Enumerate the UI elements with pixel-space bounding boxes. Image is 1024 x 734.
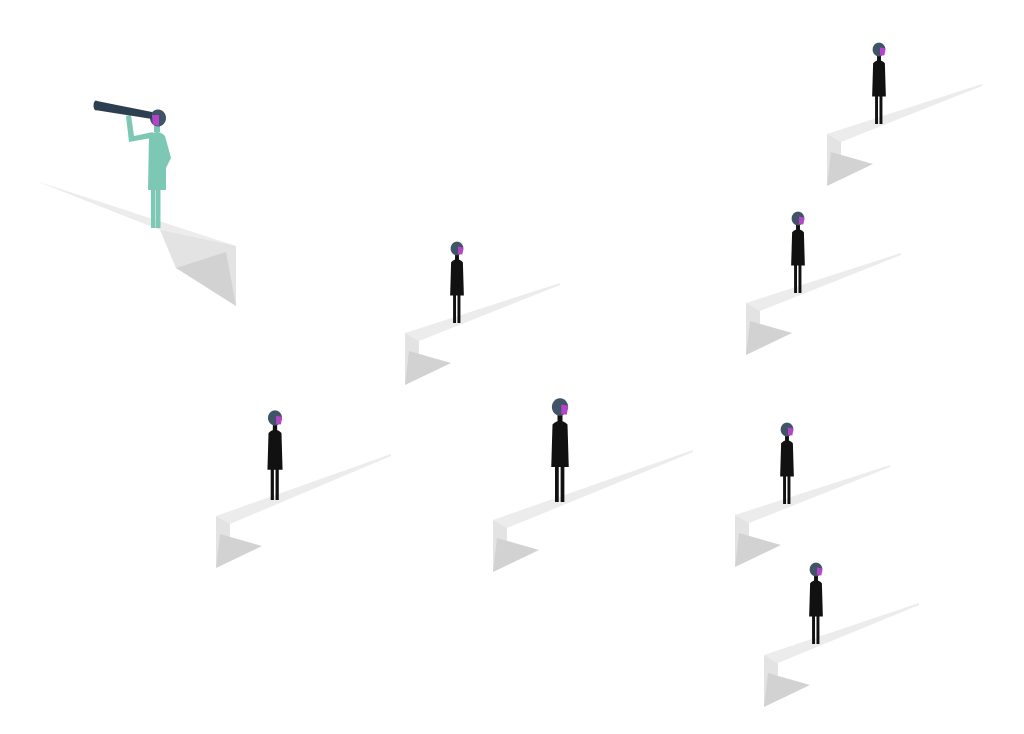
- leader-leg: [156, 186, 161, 228]
- platform-top: [405, 283, 560, 341]
- platform-shadow: [827, 152, 873, 186]
- follower-group-7: [764, 562, 919, 707]
- figures-layer: [36, 42, 982, 707]
- person-face: [879, 47, 886, 56]
- person-neck: [796, 224, 800, 231]
- platform-top: [493, 450, 693, 528]
- person-leg: [812, 614, 816, 644]
- person: [780, 422, 794, 504]
- person-leg: [275, 467, 279, 500]
- person-face: [276, 415, 283, 425]
- platform-shadow: [735, 533, 781, 567]
- person-face: [457, 246, 464, 255]
- platform-top: [216, 454, 391, 524]
- platform-shadow: [764, 673, 810, 707]
- follower-group-4: [216, 410, 391, 568]
- person-body: [551, 420, 569, 467]
- person-face: [816, 567, 823, 576]
- person: [791, 211, 805, 293]
- person-leg: [816, 614, 820, 644]
- person: [267, 410, 283, 500]
- leader-arm: [126, 115, 153, 142]
- person-neck: [557, 414, 563, 422]
- person-face: [561, 404, 569, 415]
- person-leg: [875, 94, 879, 124]
- leader-leg: [151, 186, 156, 228]
- platform-top: [746, 253, 901, 311]
- person-leg: [798, 263, 802, 293]
- person-face: [798, 216, 805, 225]
- follower-group-6: [735, 422, 890, 567]
- person: [450, 241, 464, 323]
- person-body: [809, 580, 823, 617]
- person-leg: [794, 263, 798, 293]
- follower-group-2: [746, 211, 901, 355]
- person-neck: [455, 254, 459, 261]
- person-body: [791, 229, 805, 266]
- person-neck: [272, 424, 278, 431]
- platform-top: [827, 84, 982, 142]
- leader-face: [152, 115, 159, 126]
- platform-top: [735, 465, 890, 523]
- person-body: [872, 60, 886, 97]
- leader-person: [93, 100, 171, 228]
- person-neck: [877, 55, 881, 62]
- platform-shadow: [405, 351, 451, 385]
- person-leg: [457, 293, 461, 323]
- person-leg: [453, 293, 457, 323]
- platform-top: [764, 603, 919, 663]
- follower-group-1: [827, 42, 982, 186]
- person-neck: [785, 435, 789, 442]
- telescope-icon: [93, 100, 152, 119]
- leader-group: [36, 100, 236, 306]
- platform-shadow: [493, 538, 539, 572]
- person-leg: [270, 467, 274, 500]
- person: [809, 562, 823, 644]
- person: [551, 398, 569, 502]
- person-body: [780, 440, 794, 477]
- platform-shadow: [746, 321, 792, 355]
- follower-group-3: [405, 241, 560, 385]
- person-leg: [783, 474, 787, 504]
- telescope-lens: [93, 100, 99, 111]
- person: [872, 42, 886, 124]
- person-leg: [555, 464, 559, 502]
- follower-group-5: [493, 398, 693, 572]
- leader-neck: [154, 124, 160, 132]
- platform-shadow: [176, 252, 236, 306]
- person-leg: [787, 474, 791, 504]
- person-leg: [560, 464, 565, 502]
- person-face: [787, 427, 794, 436]
- person-body: [267, 429, 283, 470]
- platform-shadow: [216, 534, 262, 568]
- leader-body: [148, 132, 171, 190]
- person-neck: [814, 575, 818, 582]
- person-leg: [879, 94, 883, 124]
- person-body: [450, 259, 464, 296]
- telescope-tube: [95, 101, 152, 119]
